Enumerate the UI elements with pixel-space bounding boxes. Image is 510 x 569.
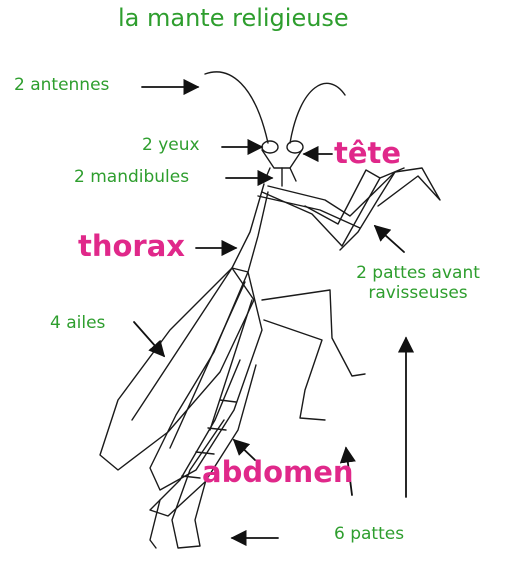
diagram-title: la mante religieuse [118, 6, 349, 30]
label-tete: tête [334, 139, 401, 168]
label-thorax: thorax [78, 232, 185, 261]
label-pattes-avant-line1: 2 pattes avant [336, 265, 500, 282]
label-yeux: 2 yeux [142, 137, 200, 154]
label-antennes: 2 antennes [14, 77, 109, 94]
arrow-ailes [134, 322, 164, 356]
label-mandibules: 2 mandibules [74, 169, 189, 186]
label-ailes: 4 ailes [50, 315, 105, 332]
label-pattes-avant: 2 pattes avant ravisseuses [336, 265, 500, 302]
label-abdomen: abdomen [202, 458, 354, 487]
label-pattes: 6 pattes [334, 526, 404, 543]
arrow-pattes-avant [375, 226, 404, 252]
label-pattes-avant-line2: ravisseuses [336, 285, 500, 302]
